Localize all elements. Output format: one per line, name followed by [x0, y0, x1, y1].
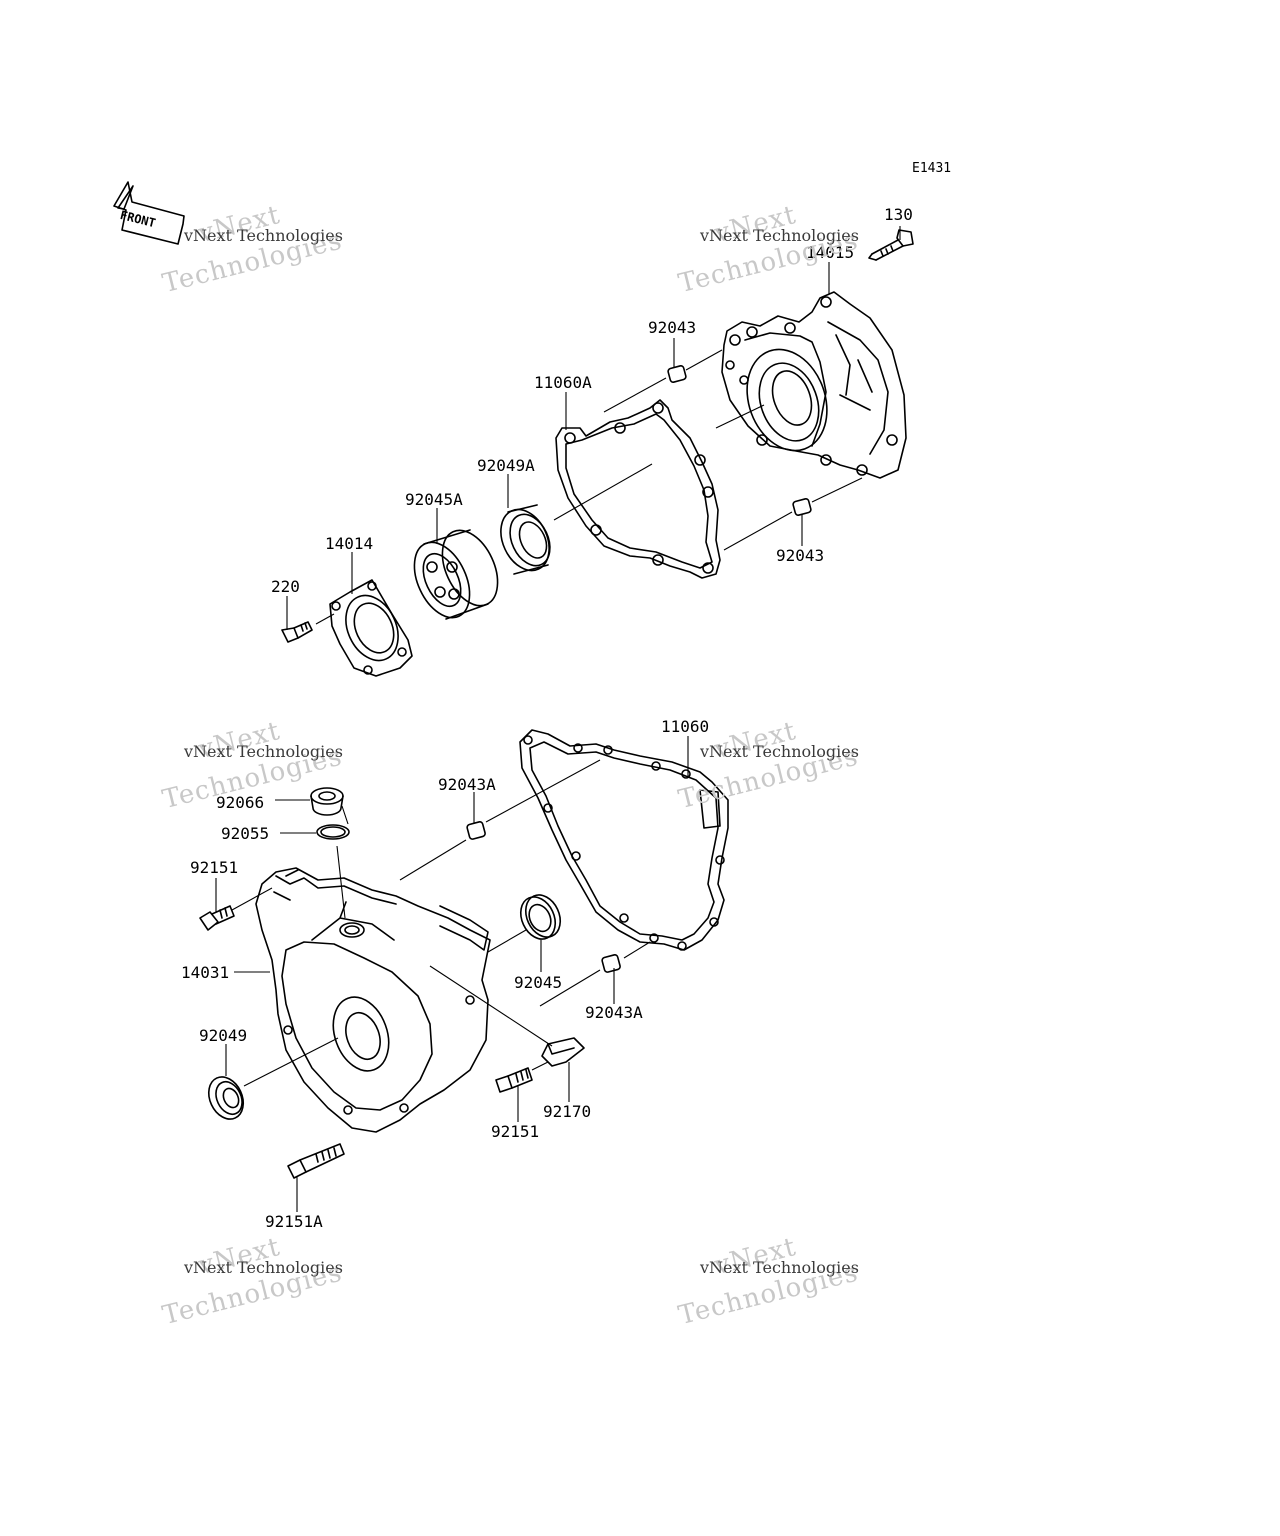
part-label-92055: 92055: [221, 824, 270, 843]
bolt-130-shape: [868, 229, 914, 261]
dowel-92043-lower-shape: [792, 498, 812, 516]
part-label-92045: 92045: [514, 973, 563, 992]
part-label-92043A-bot: 92043A: [585, 1003, 643, 1022]
part-label-92151-bot: 92151: [491, 1122, 540, 1141]
bolt-220-shape: [281, 621, 313, 643]
bearing-92045-shape: [519, 894, 562, 940]
part-label-92151A: 92151A: [265, 1212, 323, 1231]
plug-92066-shape: [310, 787, 344, 816]
part-label-92043-mid: 92043: [776, 546, 825, 565]
dowel-92043A-upper-shape: [466, 821, 486, 840]
part-label-92151-top: 92151: [190, 858, 239, 877]
cover-14031-shape: [255, 867, 491, 1133]
part-label-92049A: 92049A: [477, 456, 535, 475]
diagram-code: E1431: [912, 161, 952, 176]
gasket-11060-shape: [519, 729, 729, 951]
bearing-92045A-shape: [413, 529, 499, 620]
part-label-14015: 14015: [806, 243, 855, 262]
bolt-92151A-shape: [287, 1143, 345, 1179]
clamp-92170-shape: [541, 1037, 585, 1067]
bolt-92151-lower-shape: [495, 1067, 533, 1093]
front-arrow-icon: [113, 181, 185, 245]
cover-14015-shape: [721, 291, 907, 479]
seal-92049-shape: [207, 1076, 245, 1120]
dowel-92043A-lower-shape: [601, 954, 621, 973]
part-label-220: 220: [271, 577, 300, 596]
part-label-92066: 92066: [216, 793, 265, 812]
part-label-92049: 92049: [199, 1026, 248, 1045]
dowel-92043-upper-shape: [667, 365, 687, 383]
part-label-92170: 92170: [543, 1102, 592, 1121]
leader-lines: [215, 226, 901, 1212]
part-label-130: 130: [884, 205, 913, 224]
part-label-11060: 11060: [661, 717, 710, 736]
gasket-11060A-shape: [555, 399, 721, 579]
part-label-92043A-top: 92043A: [438, 775, 496, 794]
part-label-92043-top: 92043: [648, 318, 697, 337]
plate-14014-shape: [329, 579, 413, 677]
part-label-11060A: 11060A: [534, 373, 592, 392]
oring-92055-shape: [316, 824, 350, 840]
part-label-14031: 14031: [181, 963, 230, 982]
bolt-92151-upper-shape: [199, 905, 235, 931]
part-label-92045A: 92045A: [405, 490, 463, 509]
seal-92049A-shape: [500, 504, 551, 575]
part-label-14014: 14014: [325, 534, 374, 553]
